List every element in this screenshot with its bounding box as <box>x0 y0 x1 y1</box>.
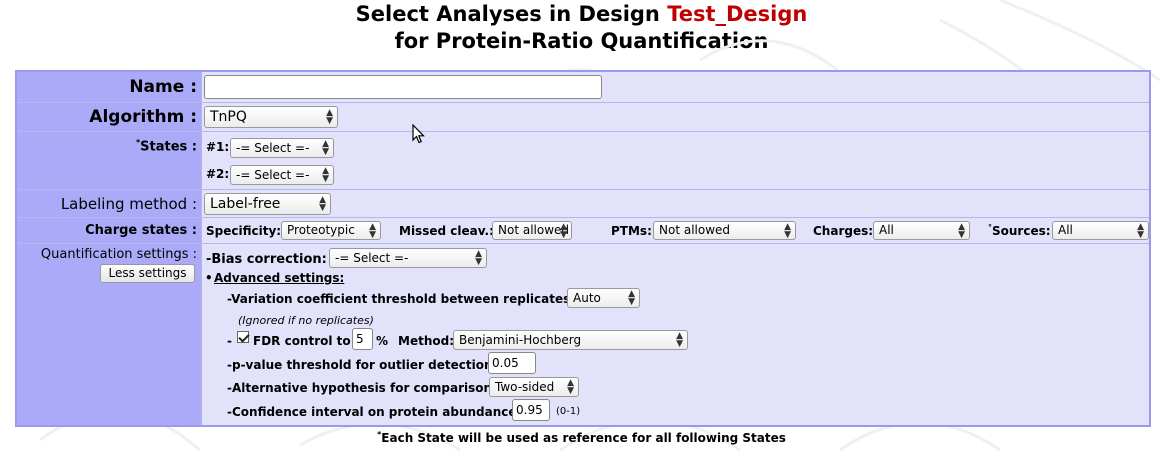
states-row: *States : #1: -= Select =- ▲▼ #2: -= Sel… <box>17 132 1149 190</box>
bias-label: -Bias correction: <box>206 252 327 267</box>
states-required-mark: * <box>135 138 141 147</box>
varcoef-select[interactable]: Auto ▲▼ <box>567 288 640 308</box>
state-1-value: -= Select =- <box>236 141 310 155</box>
labeling-row: Labeling method : Label-free ▲▼ <box>17 190 1149 218</box>
quantification-label: Quantification settings : <box>40 247 197 262</box>
updown-chevron-icon: ▲▼ <box>1137 221 1144 240</box>
specificity-select[interactable]: Proteotypic ▲▼ <box>281 221 381 240</box>
method-label: Method: <box>398 334 454 348</box>
labeling-label: Labeling method : <box>17 190 201 217</box>
althyp-value: Two-sided <box>495 380 555 394</box>
charge-states-label: Charge states : <box>17 218 201 243</box>
ignored-note: (Ignored if no replicates) <box>238 314 374 327</box>
labeling-select[interactable]: Label-free ▲▼ <box>204 193 331 215</box>
footnote-mark: * <box>377 430 382 439</box>
updown-chevron-icon: ▲▼ <box>322 166 329 184</box>
state-1-tag: #1: <box>206 140 230 154</box>
name-label: Name : <box>17 72 201 102</box>
althyp-label: -Alternative hypothesis for comparison: <box>227 381 497 395</box>
state-2-value: -= Select =- <box>236 168 310 182</box>
updown-chevron-icon: ▲▼ <box>676 331 683 349</box>
bias-value: -= Select =- <box>335 251 409 265</box>
state-1-select[interactable]: -= Select =- ▲▼ <box>230 138 334 158</box>
pvalue-input[interactable]: 0.05 <box>488 352 536 374</box>
fdr-input[interactable]: 5 <box>352 328 373 350</box>
updown-chevron-icon: ▲▼ <box>319 195 326 213</box>
ptms-label: PTMs: <box>611 224 652 238</box>
labeling-value: Label-free <box>210 196 281 212</box>
state-2-select[interactable]: -= Select =- ▲▼ <box>230 165 334 185</box>
algorithm-row: Algorithm : TnPQ ▲▼ <box>17 103 1149 132</box>
ptms-value: Not allowed <box>659 223 731 237</box>
varcoef-label: -Variation coefficient threshold between… <box>227 292 576 306</box>
ptms-select[interactable]: Not allowed ▲▼ <box>653 221 796 240</box>
updown-chevron-icon: ▲▼ <box>560 221 567 240</box>
varcoef-value: Auto <box>573 291 601 305</box>
bias-select[interactable]: -= Select =- ▲▼ <box>329 248 487 268</box>
updown-chevron-icon: ▲▼ <box>784 221 791 240</box>
less-settings-button[interactable]: Less settings <box>100 264 195 283</box>
confint-value: 0.95 <box>516 403 543 417</box>
name-input[interactable] <box>204 75 602 99</box>
fdr-value: 5 <box>356 332 364 346</box>
pvalue-label: -p-value threshold for outlier detection… <box>227 358 498 372</box>
states-label: *States : <box>17 132 201 189</box>
page-subtitle: for Protein-Ratio Quantification <box>394 29 769 53</box>
sources-select[interactable]: All ▲▼ <box>1052 221 1149 240</box>
analysis-form: Name : Algorithm : TnPQ ▲▼ *States : #1:… <box>15 70 1151 427</box>
state-2-tag: #2: <box>206 167 230 181</box>
title-prefix: Select Analyses in Design <box>355 2 660 26</box>
sources-value: All <box>1058 223 1073 237</box>
footnote-text: Each State will be used as reference for… <box>381 431 786 445</box>
charges-select[interactable]: All ▲▼ <box>873 221 970 240</box>
updown-chevron-icon: ▲▼ <box>475 249 482 267</box>
confint-input[interactable]: 0.95 <box>512 399 550 421</box>
missed-cleavage-value: Not allowed <box>498 223 570 237</box>
charges-value: All <box>879 223 894 237</box>
missed-cleavage-select[interactable]: Not allowed ▲▼ <box>492 221 572 240</box>
missed-cleavage-label: Missed cleav.: <box>399 224 494 238</box>
fdr-dash: - <box>227 334 232 348</box>
footnote: *Each State will be used as reference fo… <box>0 430 1163 445</box>
design-name: Test_Design <box>667 2 808 26</box>
confint-range: (0-1) <box>556 406 581 417</box>
specificity-label: Specificity: <box>206 224 282 238</box>
updown-chevron-icon: ▲▼ <box>567 378 574 396</box>
confint-label: -Confidence interval on protein abundanc… <box>227 405 522 419</box>
name-row: Name : <box>17 72 1149 103</box>
mouse-pointer-icon <box>412 124 425 144</box>
fdr-label: FDR control to <box>253 334 351 348</box>
updown-chevron-icon: ▲▼ <box>326 108 333 126</box>
fdr-checkbox[interactable] <box>237 331 249 343</box>
updown-chevron-icon: ▲▼ <box>628 289 635 307</box>
updown-chevron-icon: ▲▼ <box>958 221 965 240</box>
updown-chevron-icon: ▲▼ <box>322 139 329 157</box>
peptide-selection-row: Charge states : Specificity: Proteotypic… <box>17 218 1149 244</box>
specificity-value: Proteotypic <box>287 223 355 237</box>
advanced-bullet: • <box>205 271 213 285</box>
algorithm-select[interactable]: TnPQ ▲▼ <box>204 106 338 128</box>
advanced-settings-link[interactable]: Advanced settings: <box>214 271 345 285</box>
page-title: Select Analyses in Design Test_Design fo… <box>0 0 1163 55</box>
fdr-unit: % <box>376 334 389 348</box>
quantification-row: Quantification settings : Less settings … <box>17 244 1149 425</box>
method-value: Benjamini-Hochberg <box>459 333 582 347</box>
updown-chevron-icon: ▲▼ <box>369 221 376 240</box>
sources-label: °Sources: <box>988 223 1051 238</box>
pvalue-value: 0.05 <box>492 356 519 370</box>
method-select[interactable]: Benjamini-Hochberg ▲▼ <box>453 330 688 350</box>
charges-label: Charges: <box>813 224 874 238</box>
algorithm-label: Algorithm : <box>17 103 201 131</box>
althyp-select[interactable]: Two-sided ▲▼ <box>489 377 579 397</box>
algorithm-value: TnPQ <box>210 109 247 125</box>
